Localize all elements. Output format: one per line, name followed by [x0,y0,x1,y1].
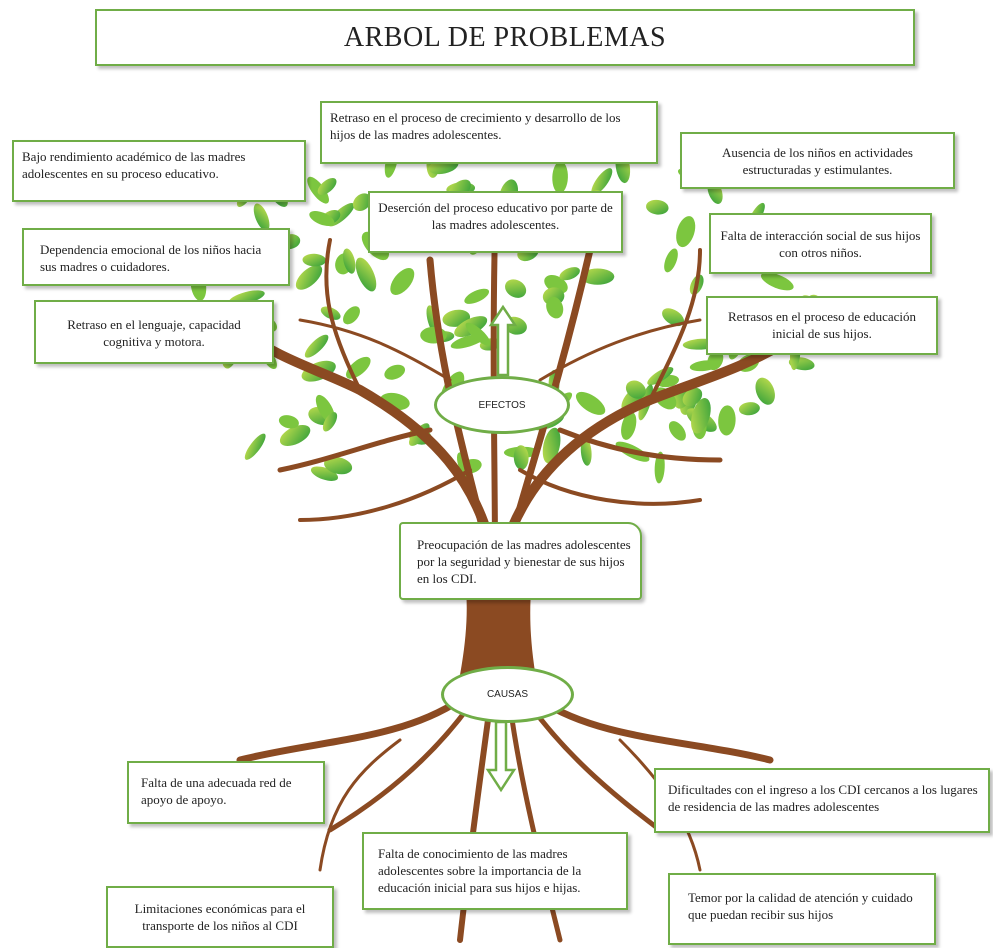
leaf [309,211,335,226]
root [507,702,563,943]
branch [518,468,702,506]
leaf [322,412,338,432]
leaf [646,199,669,215]
effect-box-7: Retraso en el lenguaje, capacidad cognit… [34,300,274,364]
leaf [668,421,686,441]
effect-box-2: Bajo rendimiento académico de las madres… [12,140,306,202]
leaf [295,265,323,290]
effect-box-4: Deserción del proceso educativo por part… [368,191,623,253]
leaf [682,387,703,407]
branch [277,427,433,473]
leaf [513,445,529,470]
leaf [552,161,568,194]
branch [538,318,702,382]
effect-box-5: Dependencia emocional de los niños hacia… [22,228,290,286]
leaf [342,248,356,274]
cause-box-1: Falta de una adecuada red de apoyo de ap… [127,761,325,824]
tree-roots [236,696,774,943]
leaf [664,248,678,273]
leaf [591,168,613,196]
leaf [738,402,760,416]
leaf [346,356,371,379]
leaf [390,268,415,295]
leaf [542,427,561,464]
leaf [559,267,580,281]
branch [495,335,795,570]
leaf [304,334,329,358]
leaf [575,391,606,415]
leaf [625,380,646,399]
leaf [384,364,406,380]
branch [298,468,472,522]
arrow-up-icon [488,304,518,377]
central-problem-box: Preocupación de las madres adolescentes … [399,522,642,600]
leaf [278,415,299,429]
leaf [302,253,327,267]
leaf [343,306,360,325]
leaf [464,288,490,304]
arrow-down-icon [485,720,517,793]
leaf [352,193,372,212]
root [536,696,774,764]
cause-box-2: Dificultades con el ingreso a los CDI ce… [654,768,990,833]
leaf [691,398,711,434]
root [236,696,464,764]
leaf [654,451,665,484]
branch [557,427,723,463]
leaf [505,279,527,298]
leaf [244,433,266,460]
effects-label: EFECTOS [434,376,570,434]
effect-box-1: Retraso en el proceso de crecimiento y d… [320,101,658,164]
leaf [580,437,592,466]
leaf [707,350,724,371]
leaf [755,377,775,405]
leaf [355,257,377,292]
root [527,702,663,833]
leaf [546,296,564,319]
root [327,702,473,833]
branch [298,318,452,382]
leaf [324,456,353,475]
branch [324,238,362,392]
leaf [662,308,685,327]
leaf [676,216,696,248]
leaf [580,268,615,285]
leaf [465,322,491,346]
cause-box-3: Falta de conocimiento de las madres adol… [362,832,628,910]
cause-box-4: Limitaciones económicas para el transpor… [106,886,334,948]
leaf [760,272,794,291]
page-title: ARBOL DE PROBLEMAS [95,9,915,66]
leaf [310,466,339,481]
leaf [621,411,637,440]
effect-box-8: Retrasos en el proceso de educación inic… [706,296,938,355]
effect-box-6: Falta de interacción social de sus hijos… [709,213,932,274]
leaf [253,203,270,231]
effect-box-3: Ausencia de los niños en actividades est… [680,132,955,189]
leaf [317,178,337,195]
cause-box-5: Temor por la calidad de atención y cuida… [668,873,936,945]
causes-label: CAUSAS [441,666,574,723]
leaf [279,425,311,446]
title-text: ARBOL DE PROBLEMAS [343,21,667,53]
leaf [718,405,736,436]
root [318,738,402,872]
